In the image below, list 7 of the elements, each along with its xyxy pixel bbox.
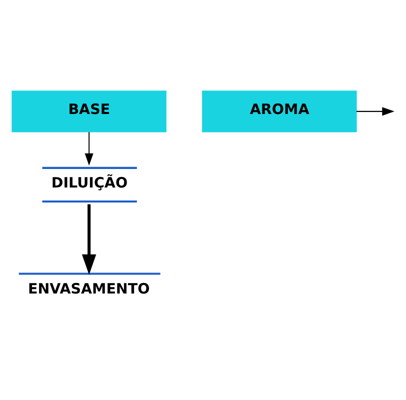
node-box: AROMA (202, 90, 357, 132)
node-text: DILUIÇÃO (51, 174, 128, 191)
node-box: BASE (12, 90, 166, 132)
node-text: ENVASAMENTO (28, 280, 150, 297)
arrow (82, 204, 96, 274)
arrow (84, 132, 94, 166)
arrow (356, 106, 394, 116)
